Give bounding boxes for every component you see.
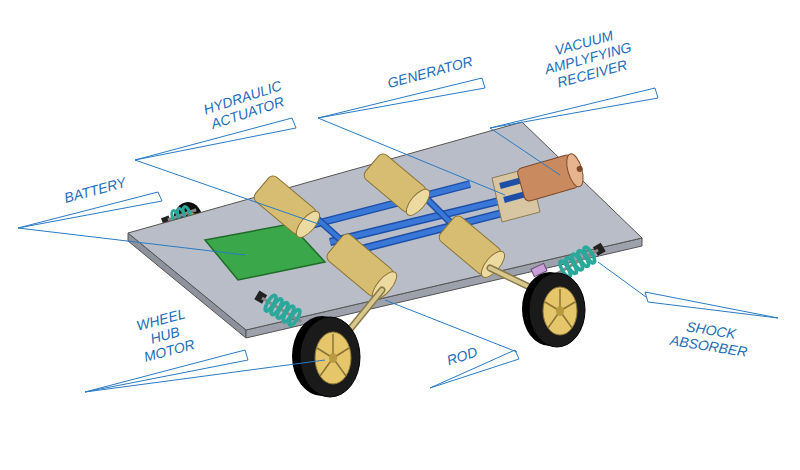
callout-label: VACUUM AMPLYFYING RECEIVER: [533, 22, 642, 94]
generator-unit: [492, 152, 587, 222]
callout-label: WHEEL HUB MOTOR: [129, 304, 201, 366]
callout-label: ROD: [445, 344, 480, 369]
rod-symbol: [338, 263, 548, 344]
shock-absorber-symbol: [252, 287, 306, 329]
callout-pointer: [18, 78, 778, 392]
chassis-plate: [128, 122, 642, 338]
callout-label: SHOCK ABSORBER: [663, 315, 757, 361]
wheel-hub-motor: [522, 272, 585, 347]
actuator-cylinder: [252, 151, 509, 303]
wheel-hub-motor: [292, 316, 360, 397]
callout-label: GENERATOR: [386, 53, 475, 91]
callout-label: HYDRAULIC ACTUATOR: [197, 76, 292, 134]
callout-label: BATTERY: [62, 174, 127, 206]
